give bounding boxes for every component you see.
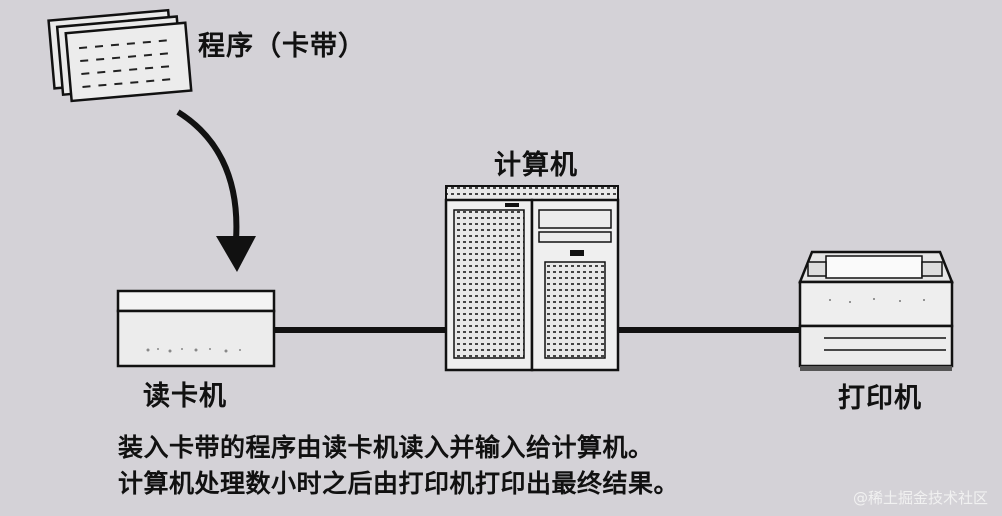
caption-line-1: 装入卡带的程序由读卡机读入并输入给计算机。	[118, 433, 654, 462]
punch-cards-icon	[47, 8, 193, 103]
arrow-down-icon	[176, 109, 256, 272]
watermark: @稀土掘金技术社区	[852, 489, 988, 507]
printer-label: 打印机	[838, 383, 922, 414]
program-cards-label: 程序（卡带）	[198, 31, 366, 62]
caption-line-2: 计算机处理数小时之后由打印机打印出最终结果。	[118, 469, 680, 498]
printer-icon	[798, 250, 954, 371]
computer-icon	[444, 185, 620, 372]
computer-label: 计算机	[494, 150, 578, 181]
card-reader-icon	[116, 289, 276, 368]
card-reader-label: 读卡机	[143, 381, 227, 412]
